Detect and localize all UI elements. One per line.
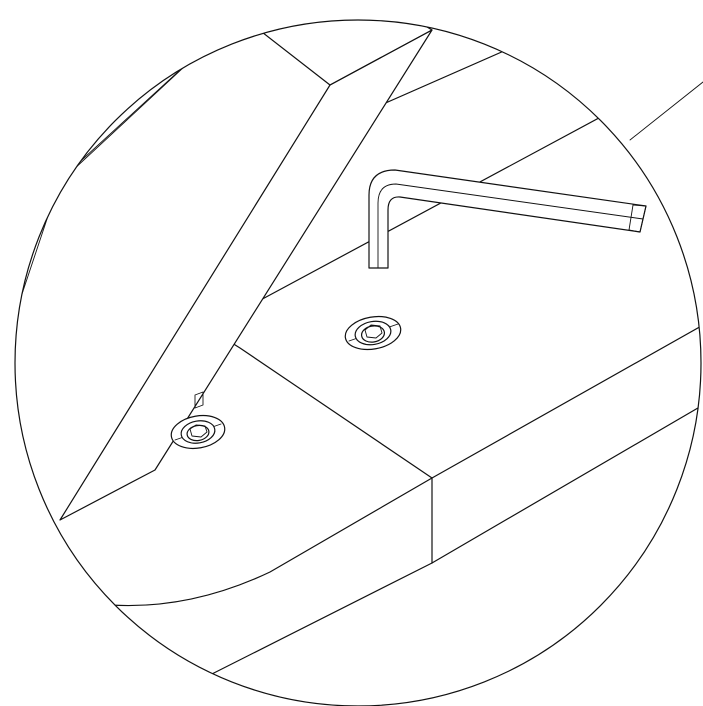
panel [59, 29, 433, 521]
beam-side-lower-edge [431, 404, 701, 564]
detail-circle [14, 19, 702, 706]
detail-view [19, 20, 701, 681]
hinge-detail [194, 391, 204, 409]
rail-front-edge [19, 477, 433, 607]
rail-bottom-edge [199, 562, 433, 681]
hex-key-icon [368, 169, 647, 269]
panel-back-edge [29, 20, 241, 211]
beam-top-front-edge [231, 324, 701, 479]
beam-top-back-edge-lower [254, 111, 611, 304]
panel-top-face [239, 20, 433, 86]
leader-line [629, 81, 703, 141]
panel-left-edge [19, 20, 241, 301]
socket-screw-icon [170, 414, 226, 450]
socket-screw-icon [344, 315, 402, 351]
